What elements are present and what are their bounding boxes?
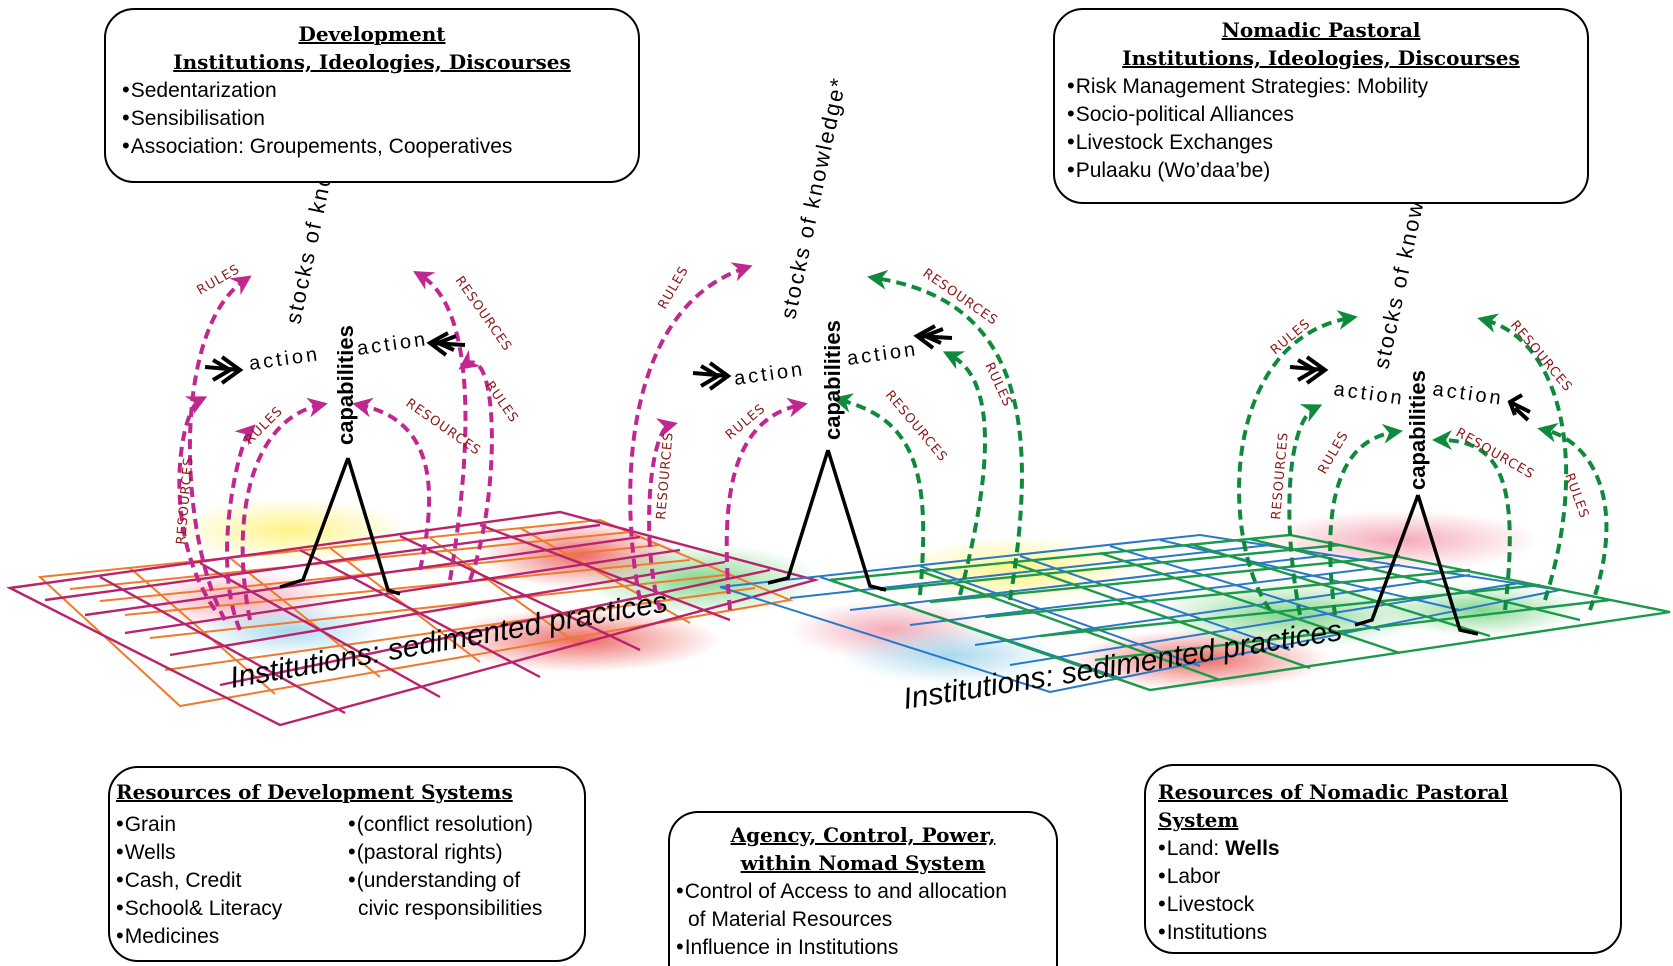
svg-text:stocks of knowledge*: stocks of knowledge* <box>775 75 851 321</box>
stocks-of-knowledge-label: stocks of knowledge* <box>775 75 851 321</box>
rules-label: RULES <box>1315 429 1352 477</box>
svg-text:RULES: RULES <box>482 379 521 426</box>
svg-text:capabilities: capabilities <box>1405 370 1430 490</box>
resources-label: RESOURCES <box>920 266 1001 329</box>
capabilities-label: capabilities <box>333 325 358 445</box>
svg-text:RESOURCES: RESOURCES <box>1507 318 1575 395</box>
grid-nomadic-green <box>829 533 1671 692</box>
nomadic-resources-box: Resources of Nomadic Pastoral System Lan… <box>1144 764 1622 954</box>
svg-text:RESOURCES: RESOURCES <box>882 388 950 465</box>
res-dev-item-cont: civic responsibilities <box>358 897 543 920</box>
svg-text:action: action <box>1332 378 1406 410</box>
rules-label: RULES <box>242 404 286 448</box>
dev-item: Sedentarization <box>122 76 622 104</box>
agency-title-2: within Nomad System <box>740 851 986 875</box>
resources-label: RESOURCES <box>1507 318 1575 395</box>
nomad-item: Livestock Exchanges <box>1067 128 1575 156</box>
resources-label: RESOURCES <box>1453 425 1537 482</box>
resources-label: RESOURCES <box>882 388 950 465</box>
grid-development-magenta <box>6 510 820 727</box>
capabilities-label: capabilities <box>1405 370 1430 490</box>
res-dev-title: Resources of Development Systems <box>116 780 513 804</box>
agency-item: Influence in Institutions <box>676 933 1050 961</box>
development-institutions-box: Development Institutions, Ideologies, Di… <box>104 8 640 183</box>
nomad-item: Pulaaku (Wo’daa’be) <box>1067 156 1575 184</box>
res-nomad-item: Livestock <box>1158 890 1608 918</box>
agency-item: Control of Access to and allocation <box>676 877 1050 905</box>
res-dev-item: Cash, Credit <box>116 866 348 894</box>
resources-label: RESOURCES <box>1269 431 1292 520</box>
dev-item: Sensibilisation <box>122 104 622 132</box>
dev-box-title-2: Institutions, Ideologies, Discourses <box>173 50 571 74</box>
svg-text:RESOURCES: RESOURCES <box>920 266 1001 329</box>
action-label: action <box>248 343 322 375</box>
svg-text:RULES: RULES <box>242 404 286 448</box>
actor-figure-intermediary: RULES RULES RESOURCES RESOURCES RULES RE… <box>628 75 1024 611</box>
rules-label: RULES <box>1268 316 1314 358</box>
res-dev-item: Grain <box>116 810 348 838</box>
development-resources-box: Resources of Development Systems Grain W… <box>108 766 586 962</box>
res-dev-item: School& Literacy <box>116 894 348 922</box>
nomad-item: Risk Management Strategies: Mobility <box>1067 72 1575 100</box>
rules-label: RULES <box>482 379 521 426</box>
rules-label: RULES <box>195 262 243 299</box>
svg-text:action: action <box>1431 378 1505 410</box>
res-nomad-item: Labor <box>1158 862 1608 890</box>
nomad-box-title-2: Institutions, Ideologies, Discourses <box>1122 46 1520 70</box>
resources-label: RESOURCES <box>403 396 484 459</box>
res-dev-item: (pastoral rights) <box>348 838 542 866</box>
svg-text:RULES: RULES <box>1268 316 1314 358</box>
res-dev-item: (understanding of <box>348 866 542 894</box>
svg-text:action: action <box>733 358 807 390</box>
res-nomad-item-land: Land: Wells <box>1158 834 1608 862</box>
svg-text:RULES: RULES <box>1315 429 1352 477</box>
svg-text:action: action <box>846 338 920 370</box>
action-label: action <box>1332 378 1406 410</box>
res-nomad-item: Institutions <box>1158 918 1608 946</box>
res-nomad-title-2: System <box>1158 808 1239 832</box>
agency-title-1: Agency, Control, Power, <box>730 823 996 847</box>
agency-control-box: Agency, Control, Power, within Nomad Sys… <box>668 811 1058 966</box>
svg-text:capabilities: capabilities <box>333 325 358 445</box>
svg-text:RESOURCES: RESOURCES <box>1453 425 1537 482</box>
res-dev-item: (conflict resolution) <box>348 810 542 838</box>
nomad-box-title-1: Nomadic Pastoral <box>1221 18 1421 42</box>
svg-text:RESOURCES: RESOURCES <box>1269 431 1292 520</box>
res-dev-item: Medicines <box>116 922 348 950</box>
land-label: Land: <box>1166 837 1220 860</box>
dev-box-title-1: Development <box>298 22 446 46</box>
svg-text:action: action <box>248 343 322 375</box>
nomadic-institutions-box: Nomadic Pastoral Institutions, Ideologie… <box>1053 8 1589 204</box>
svg-text:action: action <box>356 328 430 360</box>
dev-item: Association: Groupements, Cooperatives <box>122 132 622 160</box>
svg-text:capabilities: capabilities <box>820 320 845 440</box>
nomad-item: Socio-political Alliances <box>1067 100 1575 128</box>
svg-text:RESOURCES: RESOURCES <box>452 274 515 355</box>
action-label: action <box>1431 378 1505 410</box>
resources-label: RESOURCES <box>452 274 515 355</box>
action-label: action <box>733 358 807 390</box>
svg-text:RESOURCES: RESOURCES <box>403 396 484 459</box>
action-label: action <box>356 328 430 360</box>
res-dev-item: Wells <box>116 838 348 866</box>
res-nomad-title-1: Resources of Nomadic Pastoral <box>1158 780 1508 804</box>
svg-text:RULES: RULES <box>195 262 243 299</box>
wells-label: Wells <box>1225 837 1280 860</box>
action-label: action <box>846 338 920 370</box>
agency-item-cont: of Material Resources <box>688 908 893 931</box>
capabilities-label: capabilities <box>820 320 845 440</box>
